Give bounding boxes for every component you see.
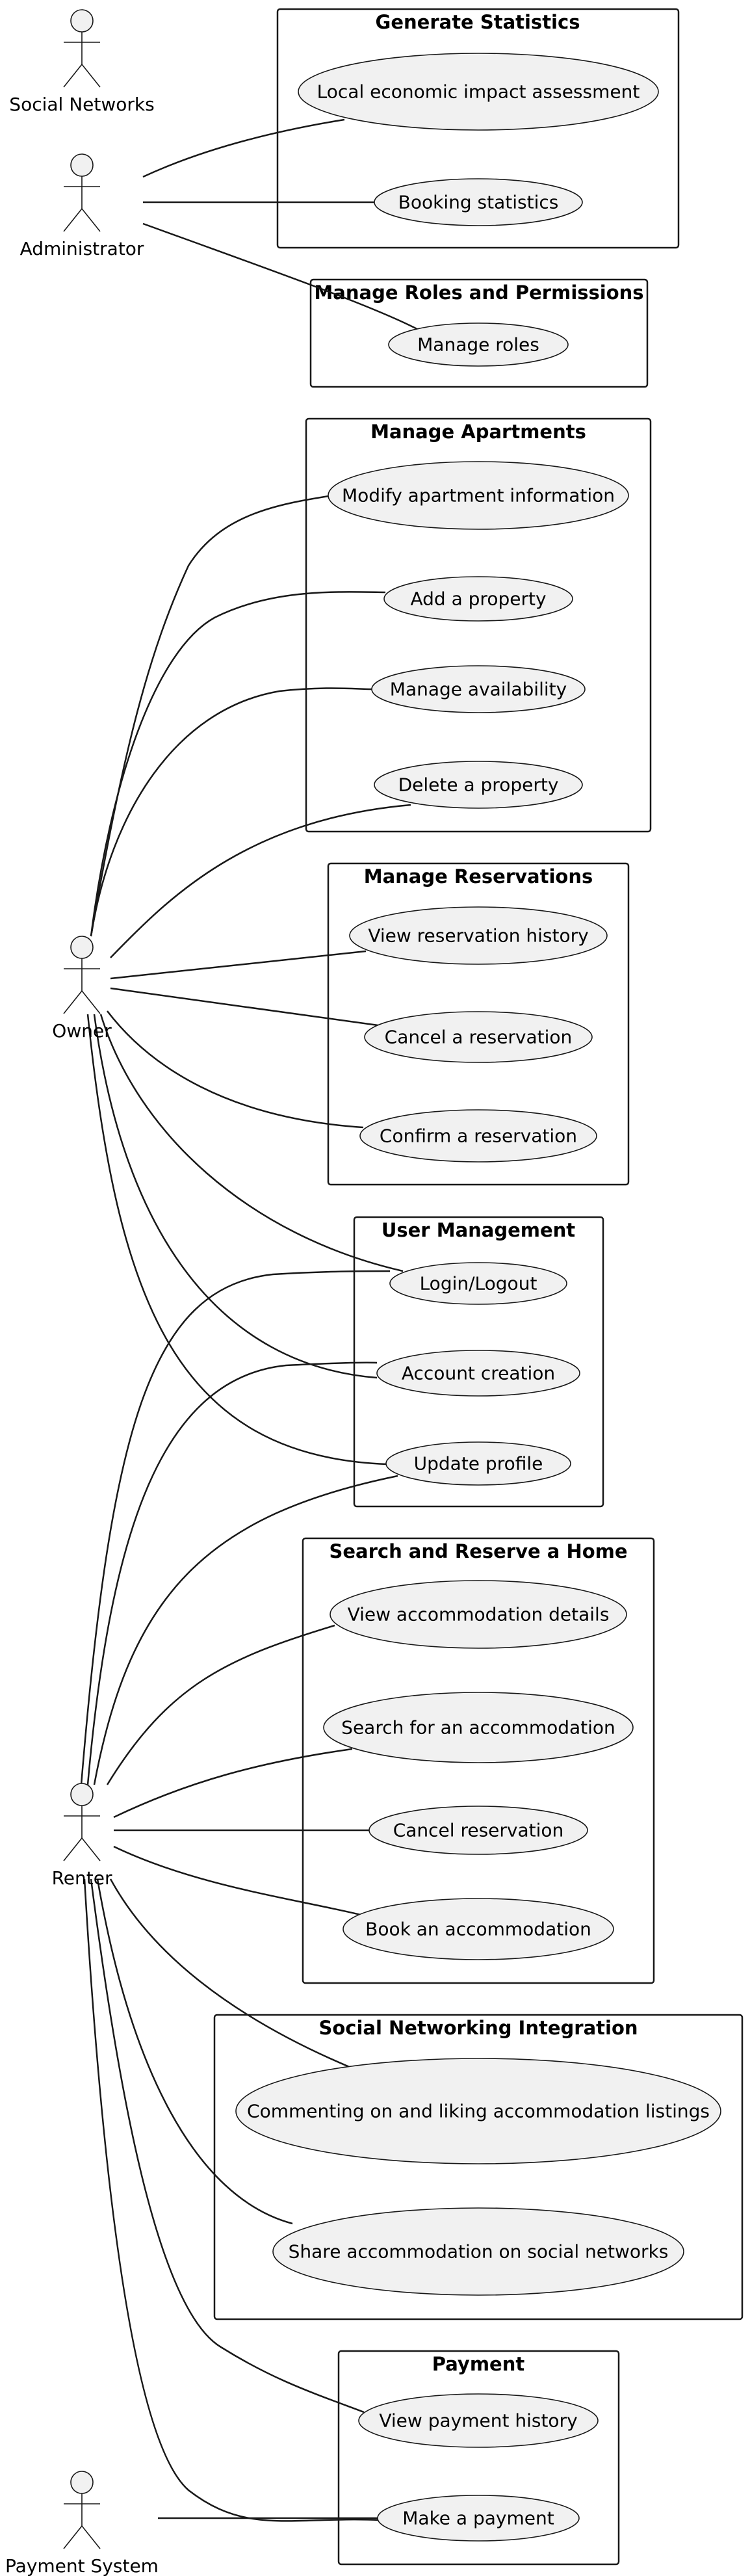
use-case-confirm-reservation: Confirm a reservation: [359, 1109, 597, 1163]
use-case-label: Search for an accommodation: [341, 1717, 615, 1739]
package-title: Manage Reservations: [364, 865, 593, 887]
association-line: [93, 1475, 398, 1785]
actor-label: Payment System: [5, 2555, 159, 2576]
actor-label: Administrator: [20, 238, 144, 259]
use-case-label: Cancel a reservation: [385, 1027, 573, 1048]
use-case-delete-property: Delete a property: [374, 761, 583, 809]
use-case-label: Login/Logout: [420, 1273, 537, 1295]
use-case-label: View accommodation details: [348, 1604, 610, 1625]
use-case-booking-statistics: Booking statistics: [374, 178, 583, 226]
use-case-manage-availability: Manage availability: [371, 665, 586, 713]
use-case-view-payment-history: View payment history: [358, 2393, 599, 2448]
use-case-manage-roles: Manage roles: [388, 322, 569, 367]
association-line: [93, 1014, 378, 1379]
use-case-share-accommodation: Share accommodation on social networks: [272, 2207, 684, 2296]
association-line: [86, 1361, 378, 1785]
use-case-cancel-a-reservation: Cancel a reservation: [364, 1011, 593, 1063]
package-title: Manage Roles and Permissions: [314, 282, 643, 304]
actor-renter: Renter: [52, 1783, 112, 1889]
use-case-label: Local economic impact assessment: [317, 81, 640, 103]
association-line: [80, 1270, 391, 1785]
use-case-update-profile: Update profile: [385, 1441, 571, 1486]
association-line: [110, 804, 411, 958]
association-line: [110, 987, 379, 1027]
use-case-label: Confirm a reservation: [380, 1125, 577, 1147]
use-case-book-accommodation: Book an accommodation: [343, 1898, 614, 1960]
association-line: [113, 1845, 361, 1916]
use-case-label: Update profile: [414, 1453, 543, 1475]
use-case-label: Cancel reservation: [393, 1820, 564, 1841]
actor-label: Social Networks: [9, 94, 154, 115]
use-case-modify-apartment: Modify apartment information: [328, 461, 629, 530]
association-line: [106, 1624, 335, 1785]
use-case-label: Add a property: [410, 588, 546, 610]
use-case-label: Modify apartment information: [342, 485, 615, 506]
association-line: [83, 1878, 381, 2522]
association-line: [142, 222, 428, 336]
use-case-label: View reservation history: [368, 925, 588, 947]
actor-label: Owner: [52, 1020, 112, 1042]
package-title: Social Networking Integration: [318, 2017, 638, 2039]
use-case-view-accommodation-details: View accommodation details: [330, 1580, 627, 1649]
use-case-label: Manage availability: [390, 679, 567, 700]
association-line: [90, 687, 373, 937]
association-line: [142, 118, 345, 178]
package-title: Search and Reserve a Home: [329, 1540, 627, 1562]
use-case-label: View payment history: [379, 2410, 577, 2432]
association-line: [90, 1878, 365, 2413]
actor-social-networks: Social Networks: [9, 9, 155, 115]
package-title: User Management: [381, 1219, 575, 1241]
use-case-label: Commenting on and liking accommodation l…: [247, 2101, 710, 2122]
use-case-label: Booking statistics: [398, 192, 559, 213]
use-case-local-economic-impact: Local economic impact assessment: [298, 53, 659, 131]
association-line: [96, 1878, 293, 2225]
use-case-login-logout: Login/Logout: [389, 1262, 567, 1305]
use-case-search-accommodation: Search for an accommodation: [323, 1692, 634, 1763]
use-case-label: Manage roles: [417, 334, 539, 356]
actor-owner: Owner: [52, 936, 112, 1042]
association-line: [109, 1878, 352, 2069]
use-case-label: Delete a property: [398, 774, 559, 796]
actor-administrator: Administrator: [20, 153, 144, 259]
associations: [80, 118, 428, 2522]
use-case-commenting-liking: Commenting on and liking accommodation l…: [235, 2058, 721, 2164]
use-case-cancel-reservation: Cancel reservation: [369, 1806, 588, 1855]
actor-label: Renter: [52, 1867, 112, 1889]
package-title: Generate Statistics: [376, 11, 580, 33]
use-case-label: Book an accommodation: [365, 1919, 591, 1940]
association-line: [99, 1014, 404, 1272]
use-case-label: Account creation: [402, 1363, 555, 1384]
association-line: [107, 1010, 364, 1129]
use-case-account-creation: Account creation: [376, 1350, 580, 1397]
use-case-view-reservation-history: View reservation history: [349, 906, 608, 965]
package-title: Payment: [432, 2353, 525, 2375]
association-line: [90, 591, 386, 937]
use-case-label: Make a payment: [402, 2508, 554, 2529]
use-case-add-property: Add a property: [383, 576, 573, 622]
package-title: Manage Apartments: [370, 421, 586, 443]
association-line: [113, 1748, 353, 1819]
use-case-make-payment: Make a payment: [377, 2495, 580, 2542]
actor-payment-system: Payment System: [5, 2471, 159, 2576]
association-line: [110, 950, 367, 980]
use-case-label: Share accommodation on social networks: [289, 2241, 669, 2263]
